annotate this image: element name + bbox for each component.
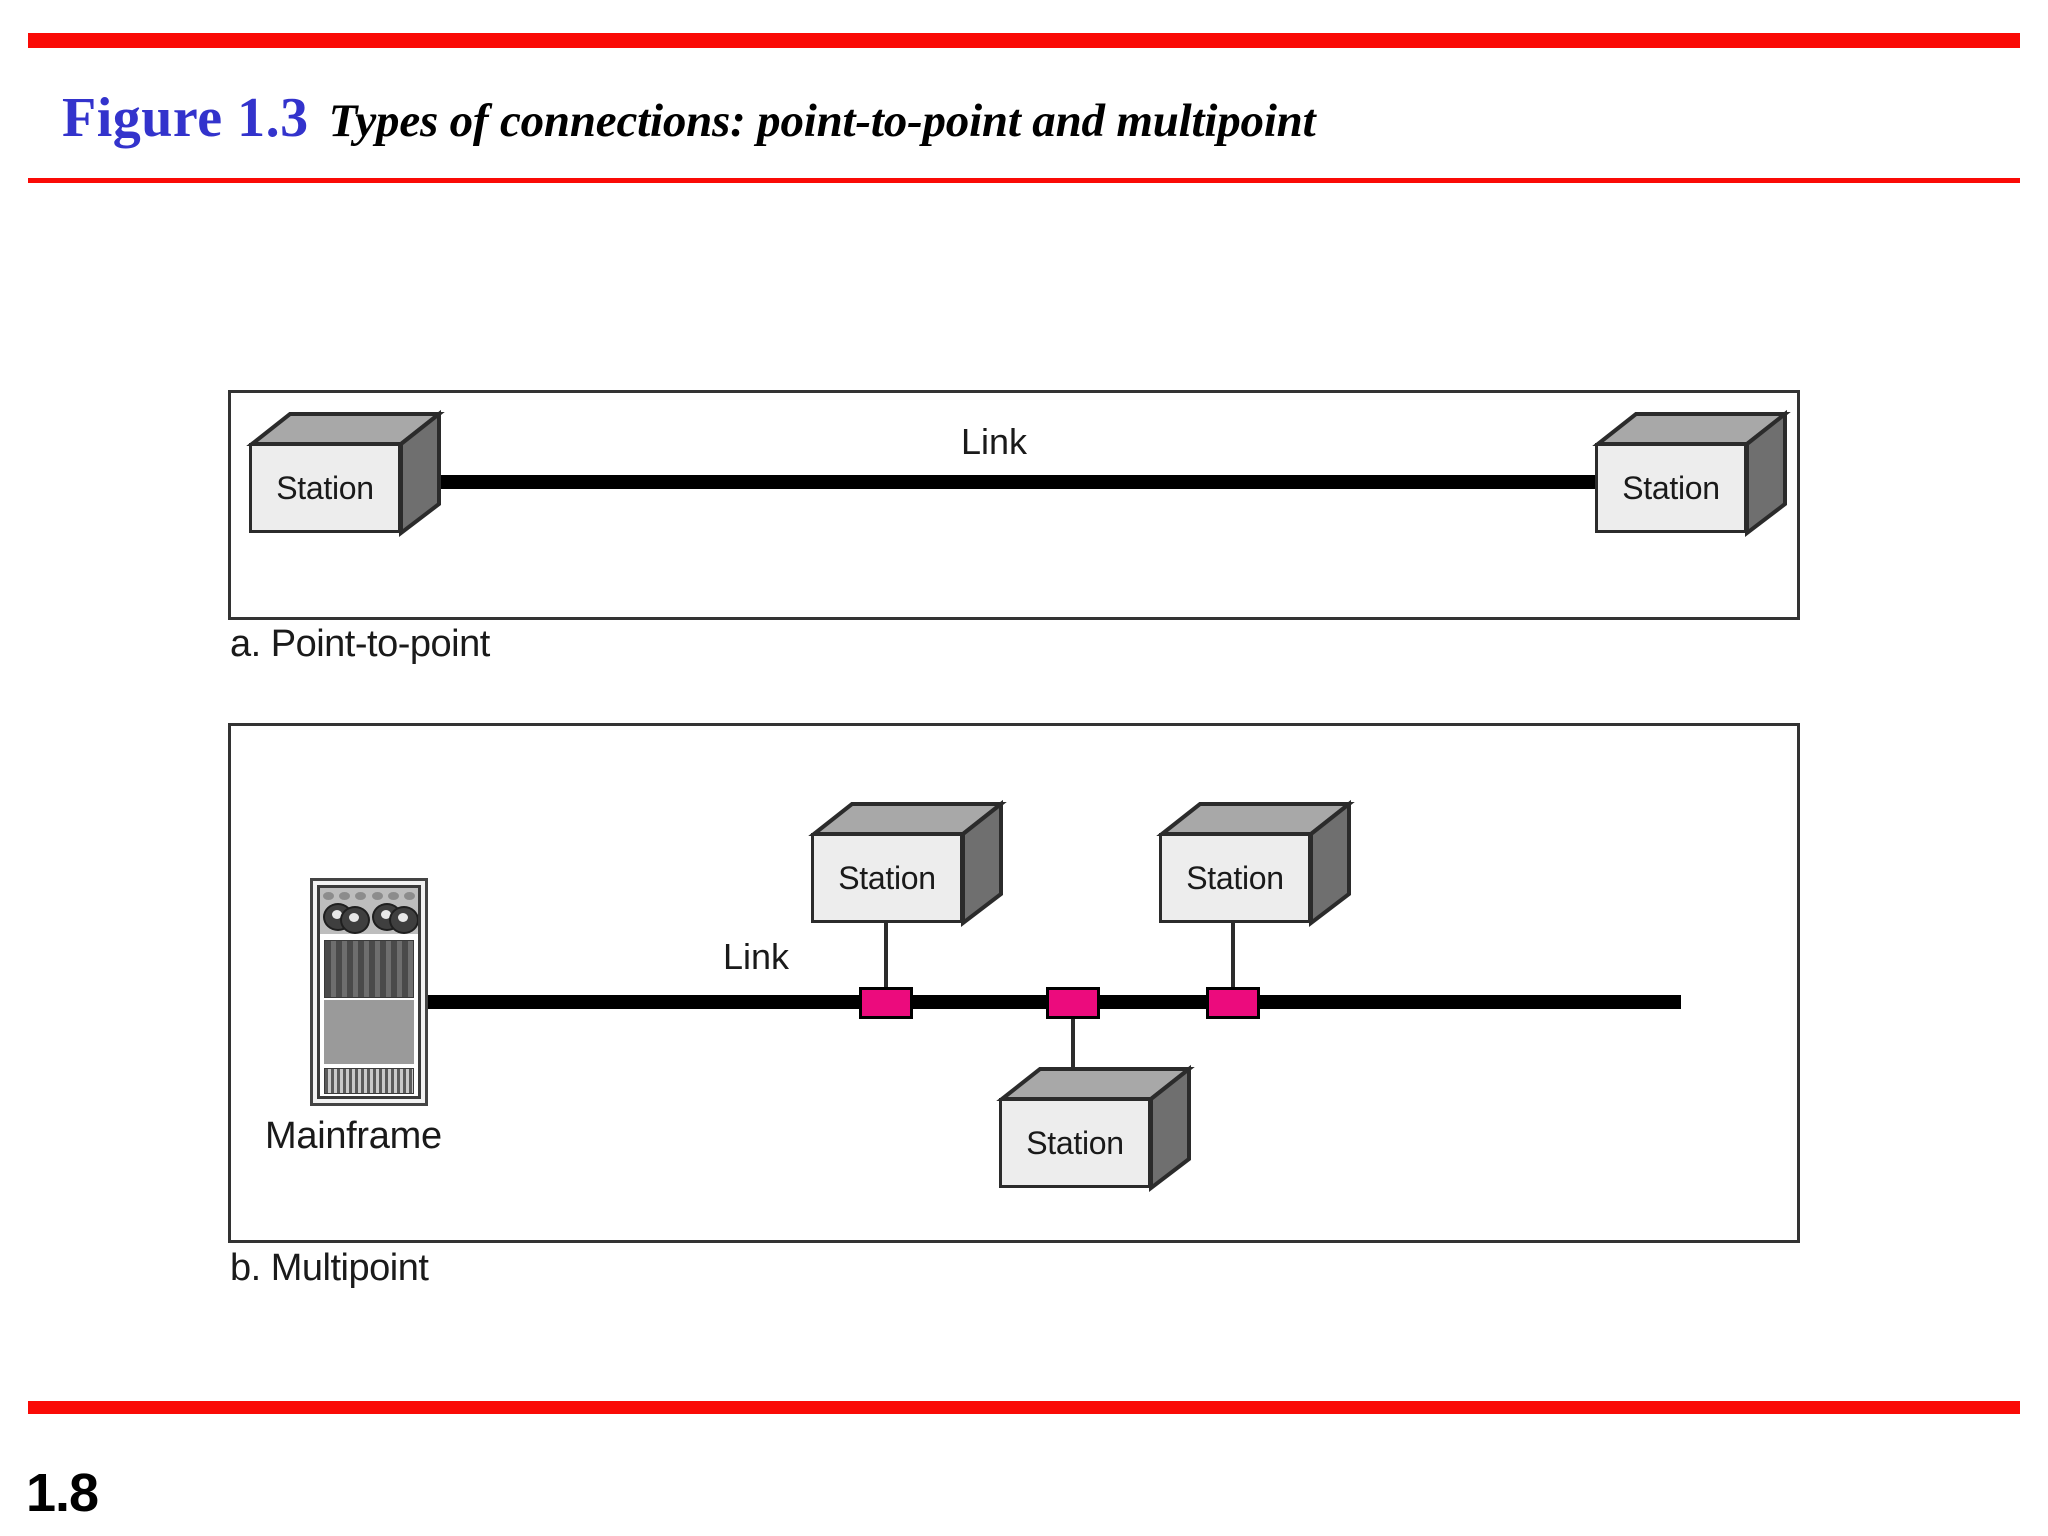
mainframe-body (317, 885, 421, 1099)
station-front-face: Station (811, 833, 963, 923)
station-label: Station (276, 469, 374, 506)
point-to-point-link-label: Link (961, 421, 1028, 462)
mainframe-blank-panel (324, 1000, 414, 1064)
point-to-point-panel: Link Station Station (228, 390, 1800, 620)
station-box[interactable]: Station (1156, 799, 1355, 928)
mainframe-light (322, 892, 334, 900)
bus-tap-connector[interactable] (1206, 987, 1260, 1019)
mainframe-reel (388, 906, 418, 934)
figure-title: Types of connections: point-to-point and… (328, 95, 1316, 147)
point-to-point-link-line (373, 475, 1605, 489)
bus-tap-connector[interactable] (1046, 987, 1100, 1019)
station-3d-shading (1592, 409, 1791, 538)
top-accent-rule (28, 33, 2020, 48)
mainframe-tape-deck (320, 888, 418, 936)
tap-drop-line (1071, 1006, 1075, 1124)
bus-tap-connector[interactable] (859, 987, 913, 1019)
bottom-accent-rule (28, 1401, 2020, 1414)
mainframe-reel-hub (380, 910, 391, 919)
mainframe-indicator-lights (320, 891, 418, 901)
station-3d-shading (996, 1064, 1195, 1193)
mainframe-icon[interactable] (310, 878, 428, 1106)
page-number: 1.8 (26, 1463, 99, 1523)
mainframe-light (355, 892, 367, 900)
station-label: Station (1186, 859, 1284, 896)
station-front-face: Station (1159, 833, 1311, 923)
station-label: Station (1622, 469, 1720, 506)
station-3d-shading (1156, 799, 1355, 928)
figure-number: Figure 1.3 (62, 87, 309, 149)
station-front-face: Station (1595, 443, 1747, 533)
mainframe-reel-pair (371, 903, 418, 934)
panel-a-caption: a. Point-to-point (230, 623, 490, 665)
tap-drop-line (1231, 922, 1235, 1000)
mainframe-caption: Mainframe (265, 1115, 442, 1157)
multipoint-panel: Link Station Station Station (228, 723, 1800, 1243)
station-3d-shading (246, 409, 445, 538)
mainframe-light (338, 892, 350, 900)
station-box[interactable]: Station (808, 799, 1007, 928)
station-label: Station (838, 859, 936, 896)
panel-b-caption: b. Multipoint (230, 1247, 429, 1289)
mainframe-reel-hub (348, 913, 359, 922)
multipoint-link-label: Link (723, 936, 790, 977)
station-box[interactable]: Station (246, 409, 445, 538)
figure-heading: Figure 1.3 Types of connections: point-to… (62, 86, 1316, 150)
tap-drop-line (884, 922, 888, 1000)
mainframe-light (387, 892, 399, 900)
mainframe-reel-hub (397, 913, 408, 922)
station-3d-shading (808, 799, 1007, 928)
station-box[interactable]: Station (996, 1064, 1195, 1193)
mainframe-reel-hub (331, 910, 342, 919)
station-box[interactable]: Station (1592, 409, 1791, 538)
station-front-face: Station (249, 443, 401, 533)
station-front-face: Station (999, 1098, 1151, 1188)
title-underline-rule (28, 178, 2020, 183)
mainframe-tape-reels (320, 902, 418, 934)
mainframe-vent-grille (324, 1068, 414, 1094)
mainframe-light (404, 892, 416, 900)
mainframe-drive-bays (324, 940, 414, 998)
mainframe-reel (339, 906, 370, 934)
mainframe-reel-pair (322, 903, 370, 934)
mainframe-light (371, 892, 383, 900)
station-label: Station (1026, 1124, 1124, 1161)
multipoint-bus-line (331, 995, 1681, 1009)
